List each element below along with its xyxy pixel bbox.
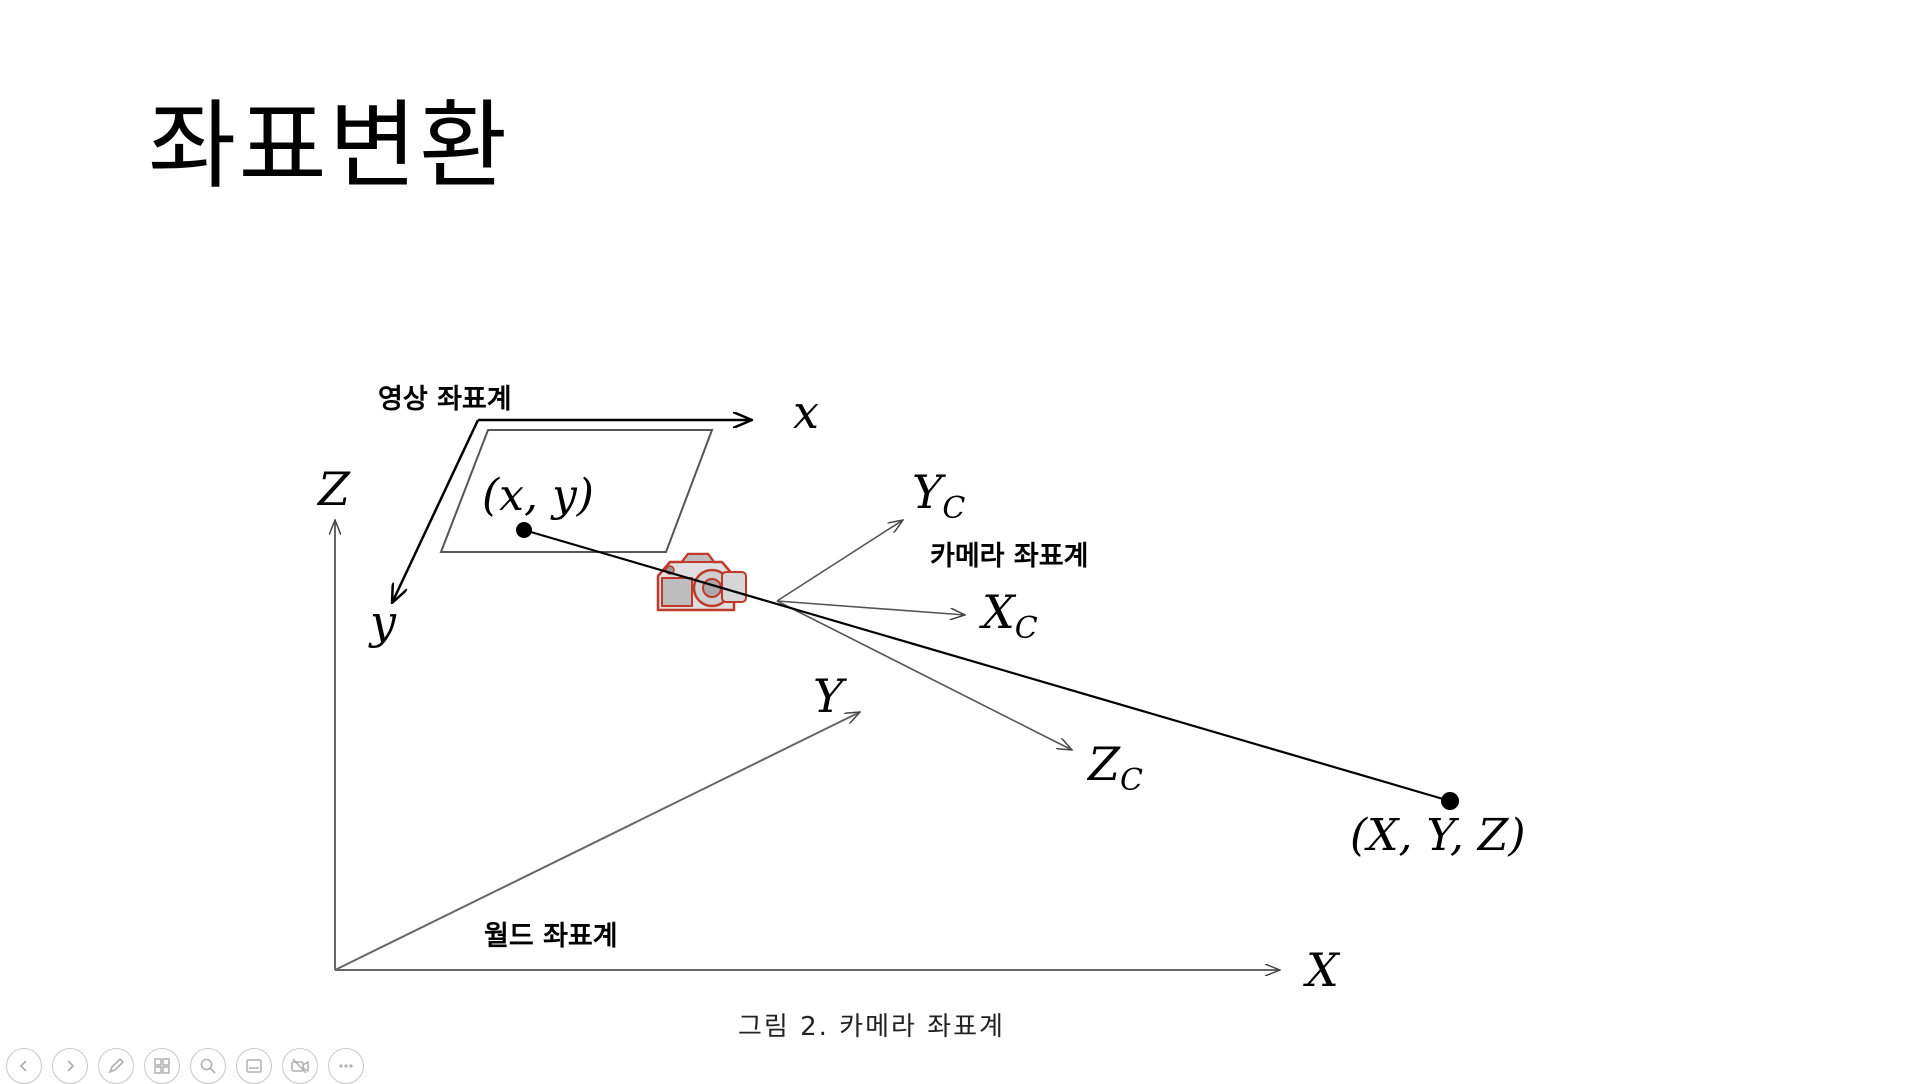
slide-title: 좌표변환 [148, 90, 510, 202]
projection-ray [523, 528, 1451, 803]
previous-slide-button[interactable] [6, 1048, 42, 1084]
camera-x-axis-line [776, 600, 965, 615]
slides-grid-icon [154, 1058, 170, 1074]
camera-x-letter: X [979, 585, 1017, 639]
image-y-axis-line [392, 419, 480, 603]
slides-grid-button[interactable] [144, 1048, 180, 1084]
world-point-label: (X, Y, Z) [1350, 810, 1526, 861]
figure-caption: 그림 2. 카메라 좌표계 [738, 1012, 1005, 1042]
world-z-label: Z [316, 462, 351, 516]
world-point-dot [1441, 792, 1459, 810]
image-plane [439, 429, 714, 553]
world-y-label: Y [813, 669, 848, 723]
camera-y-subscript: C [942, 491, 965, 526]
pen-button[interactable] [98, 1048, 134, 1084]
camera-z-label: ZC [1086, 737, 1143, 798]
image-point-dot [516, 522, 532, 538]
camera-y-label: YC [912, 465, 965, 526]
camera-icon [656, 552, 747, 612]
world-x-label: X [1303, 943, 1341, 997]
camera-coord-label: 카메라 좌표계 [930, 541, 1088, 572]
world-coord-label: 월드 좌표계 [484, 921, 618, 952]
camera-off-icon [291, 1058, 309, 1074]
image-point-label: (x, y) [482, 470, 594, 521]
subtitles-button[interactable] [236, 1048, 272, 1084]
next-slide-icon [67, 1060, 75, 1072]
camera-x-label: XC [979, 585, 1038, 646]
camera-off-button[interactable] [282, 1048, 318, 1084]
camera-z-subscript: C [1120, 763, 1143, 798]
more-options-icon [339, 1064, 353, 1068]
pen-icon [108, 1057, 125, 1074]
image-x-label: x [793, 385, 819, 439]
image-coord-label: 영상 좌표계 [378, 384, 512, 415]
zoom-icon [200, 1058, 216, 1074]
world-y-axis-line [334, 711, 860, 971]
camera-y-axis-line [776, 520, 903, 602]
previous-slide-icon [19, 1060, 27, 1072]
camera-z-letter: Z [1086, 737, 1121, 791]
image-y-label: y [368, 595, 397, 649]
zoom-button[interactable] [190, 1048, 226, 1084]
camera-z-axis-line [776, 600, 1072, 750]
camera-y-letter: Y [912, 465, 947, 519]
subtitles-icon [246, 1059, 262, 1073]
more-options-button[interactable] [328, 1048, 364, 1084]
slideshow-toolbar [6, 1048, 364, 1084]
next-slide-button[interactable] [52, 1048, 88, 1084]
camera-x-subscript: C [1015, 611, 1038, 646]
